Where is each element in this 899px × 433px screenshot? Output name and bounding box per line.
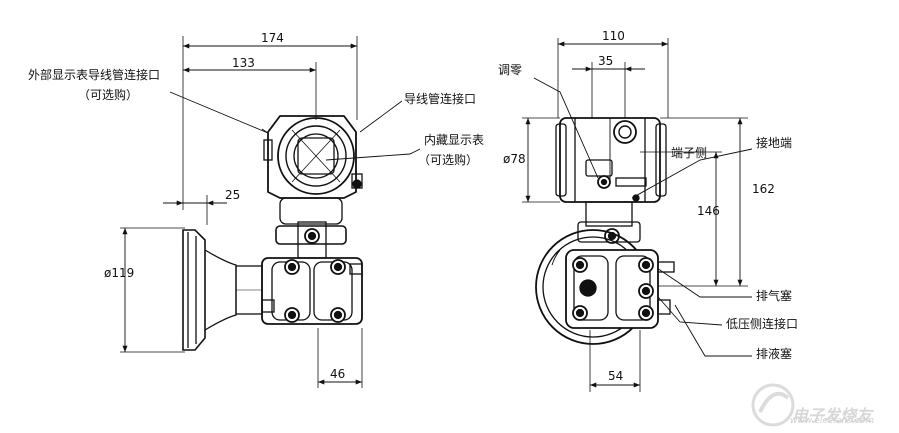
- dim-174: 174: [261, 31, 284, 45]
- label-terminal-side: 端子侧: [671, 146, 708, 160]
- left-view: [120, 36, 421, 388]
- dim-162: 162: [752, 182, 775, 196]
- dim-35: 35: [598, 54, 614, 68]
- dim-25: 25: [225, 188, 241, 202]
- dim-119: ø119: [104, 266, 135, 280]
- dim-110: 110: [602, 29, 625, 43]
- dim-46: 46: [330, 367, 346, 381]
- watermark-url: www.elecfans.com: [790, 416, 875, 426]
- label-external-display-conduit: 外部显示表导线管连接口: [28, 68, 161, 82]
- label-external-display-optional: （可选购）: [78, 88, 139, 102]
- label-vent-plug: 排气塞: [756, 289, 793, 303]
- label-zero-adjust: 调零: [498, 63, 523, 77]
- label-builtin-display-optional: （可选购）: [418, 153, 479, 167]
- dim-78: ø78: [503, 152, 526, 166]
- watermark-text: 电子发烧友: [792, 406, 873, 425]
- right-view: [522, 38, 753, 392]
- dim-54: 54: [608, 369, 624, 383]
- watermark-logo-icon: [751, 383, 795, 427]
- label-builtin-display: 内藏显示表: [424, 133, 485, 147]
- label-drain-plug: 排液塞: [756, 347, 793, 361]
- label-conduit-port: 导线管连接口: [404, 92, 477, 106]
- dim-133: 133: [232, 56, 255, 70]
- label-ground-terminal: 接地端: [756, 136, 793, 150]
- dim-146: 146: [697, 204, 720, 218]
- label-low-pressure-port: 低压侧连接口: [726, 317, 799, 331]
